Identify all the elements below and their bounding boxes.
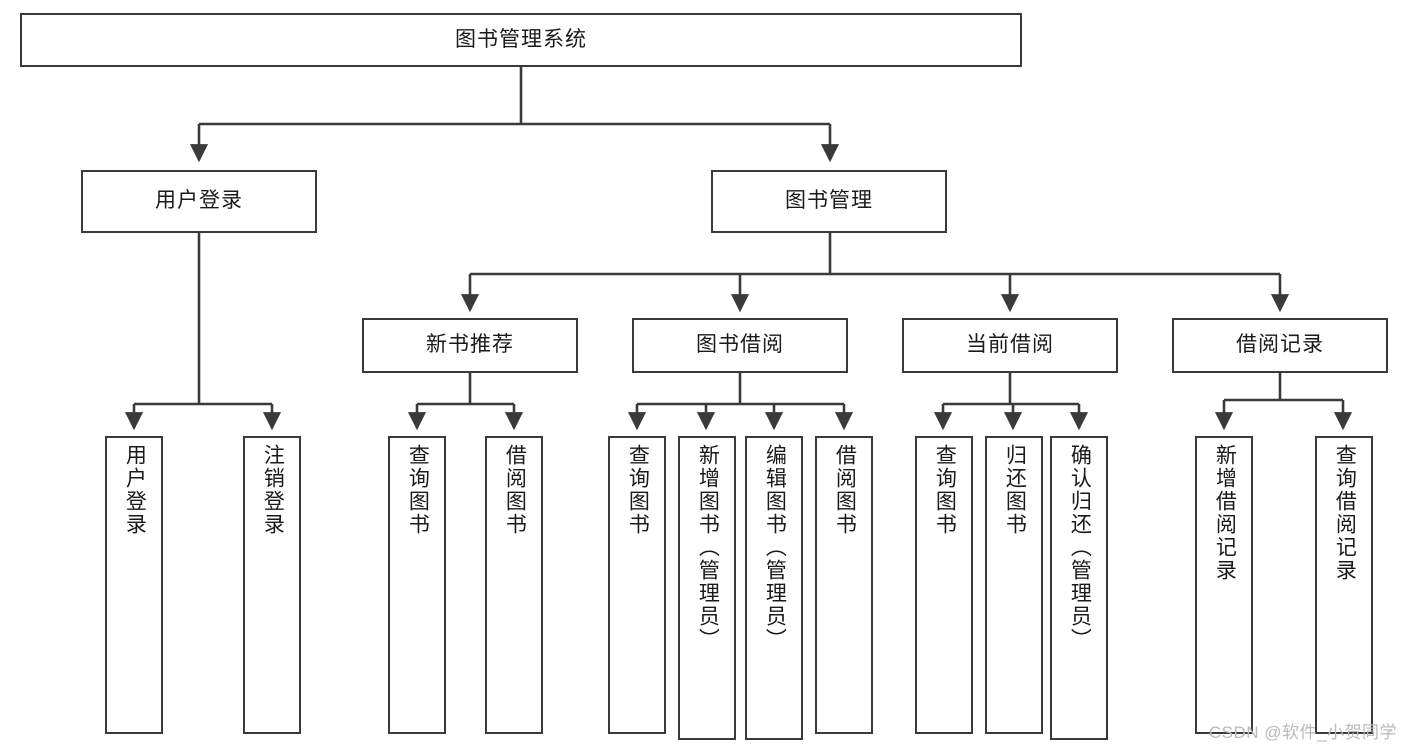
leaf-logout[interactable]: 注销登录 <box>243 436 301 734</box>
node-label: 当前借阅 <box>966 333 1054 357</box>
node-new-book-recommendation[interactable]: 新书推荐 <box>362 318 578 373</box>
node-label: 注销登录 <box>261 444 285 536</box>
node-label: 图书管理 <box>785 189 873 213</box>
node-book-management[interactable]: 图书管理 <box>711 170 947 233</box>
leaf-query-book-current[interactable]: 查询图书 <box>915 436 973 734</box>
node-label: 查询图书 <box>626 444 650 536</box>
node-label: 查询借阅记录 <box>1333 444 1357 582</box>
leaf-confirm-return-admin[interactable]: 确认归还（管理员） <box>1050 436 1108 740</box>
node-user-login[interactable]: 用户登录 <box>81 170 317 233</box>
leaf-add-borrow-record[interactable]: 新增借阅记录 <box>1195 436 1253 734</box>
leaf-borrow-book-new-recommendation[interactable]: 借阅图书 <box>485 436 543 734</box>
node-current-borrowing[interactable]: 当前借阅 <box>902 318 1118 373</box>
node-label: 查询图书 <box>406 444 430 536</box>
node-label: 用户登录 <box>123 444 147 536</box>
node-label: 确认归还（管理员） <box>1068 444 1092 651</box>
node-label: 编辑图书（管理员） <box>763 444 787 651</box>
leaf-query-book-borrowing[interactable]: 查询图书 <box>608 436 666 734</box>
leaf-add-book-admin[interactable]: 新增图书（管理员） <box>678 436 736 740</box>
node-label: 借阅图书 <box>833 444 857 536</box>
leaf-user-login[interactable]: 用户登录 <box>105 436 163 734</box>
node-borrowing-record[interactable]: 借阅记录 <box>1172 318 1388 373</box>
node-label: 图书管理系统 <box>455 27 587 51</box>
node-book-borrowing[interactable]: 图书借阅 <box>632 318 848 373</box>
leaf-borrow-book-borrowing[interactable]: 借阅图书 <box>815 436 873 734</box>
node-label: 用户登录 <box>155 189 243 213</box>
leaf-query-borrow-record[interactable]: 查询借阅记录 <box>1315 436 1373 734</box>
leaf-edit-book-admin[interactable]: 编辑图书（管理员） <box>745 436 803 740</box>
node-label: 新增借阅记录 <box>1213 444 1237 582</box>
node-label: 图书借阅 <box>696 333 784 357</box>
watermark-text: CSDN @软件_小贺同学 <box>1208 723 1397 742</box>
node-label: 归还图书 <box>1003 444 1027 536</box>
node-label: 借阅记录 <box>1236 333 1324 357</box>
node-root-book-management-system[interactable]: 图书管理系统 <box>20 13 1022 67</box>
leaf-query-book-new-recommendation[interactable]: 查询图书 <box>388 436 446 734</box>
node-label: 借阅图书 <box>503 444 527 536</box>
node-label: 新增图书（管理员） <box>696 444 720 651</box>
node-label: 查询图书 <box>933 444 957 536</box>
node-label: 新书推荐 <box>426 333 514 357</box>
leaf-return-book[interactable]: 归还图书 <box>985 436 1043 734</box>
